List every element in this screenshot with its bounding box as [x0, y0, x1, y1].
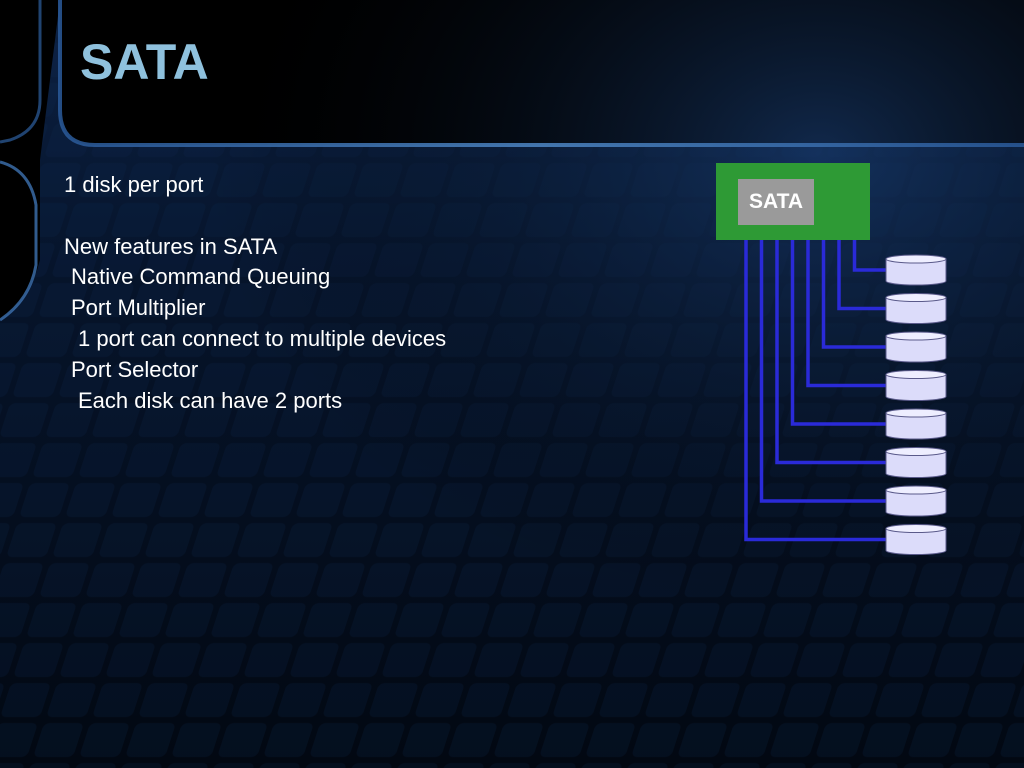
slide-title: SATA: [80, 34, 209, 90]
disk-body: [885, 528, 947, 555]
disk-body: [885, 412, 947, 440]
body-line: Port Selector: [71, 356, 199, 382]
cable-line: [821, 240, 886, 349]
sata-diagram: SATA: [700, 150, 960, 570]
body-line: Each disk can have 2 ports: [78, 387, 343, 413]
cable-line: [744, 240, 886, 542]
disk-top: [885, 408, 947, 418]
disk-top: [885, 447, 947, 456]
cable-line: [790, 240, 886, 426]
controller-label: SATA: [748, 190, 804, 213]
disk-body: [885, 451, 947, 478]
body-line: Port Multiplier: [71, 295, 206, 321]
disk-body: [885, 297, 947, 324]
body-line-blank: [64, 201, 664, 232]
disk-body: [885, 335, 947, 363]
slide-body: 1 disk per port New features in SATA Nat…: [64, 170, 664, 416]
body-line: Native Command Queuing: [71, 264, 331, 290]
disk-body: [885, 258, 947, 286]
disk-body: [885, 489, 947, 517]
disk-top: [885, 254, 947, 264]
disk-top: [885, 524, 947, 533]
cable-line: [759, 240, 886, 503]
sata-diagram-drawing: [716, 163, 947, 555]
cable-line: [775, 240, 886, 465]
body-line: 1 disk per port: [64, 172, 204, 197]
body-line: New features in SATA: [64, 233, 278, 259]
controller-label-box: [738, 179, 814, 225]
body-line: 1 port can connect to multiple devices: [78, 325, 447, 351]
cable-line: [852, 240, 886, 272]
cable-line: [837, 240, 886, 311]
disk-top: [885, 370, 947, 379]
disk-top: [885, 331, 947, 341]
disk-top: [885, 293, 947, 302]
cable-line: [806, 240, 886, 388]
disk-top: [885, 485, 947, 495]
disk-body: [885, 374, 947, 401]
